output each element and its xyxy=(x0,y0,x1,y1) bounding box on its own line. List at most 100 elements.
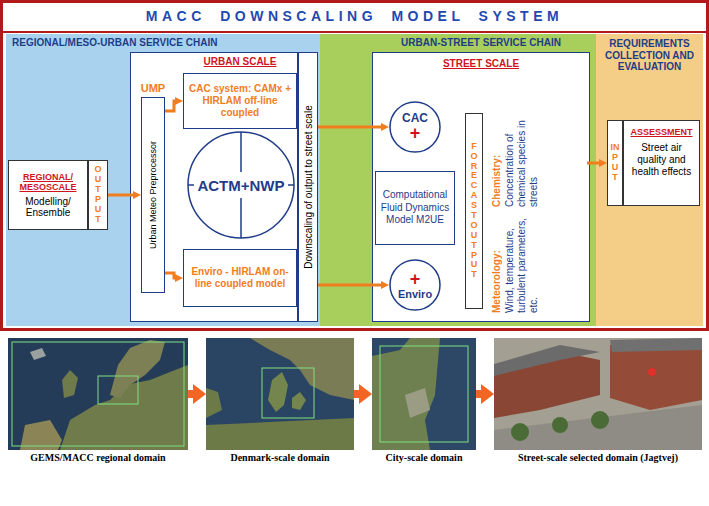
crosshair-line xyxy=(240,198,242,238)
land-area xyxy=(206,418,354,450)
building-roof xyxy=(494,345,600,376)
output-panel: Chemistry:Concentration of chemical spec… xyxy=(487,101,587,315)
box-heading: ASSESSMENT xyxy=(627,127,696,137)
band-heading: URBAN-STREET SERVICE CHAIN xyxy=(372,37,590,49)
circle-label: Enviro xyxy=(398,288,432,300)
flow-arrow xyxy=(108,194,133,197)
flow-arrow xyxy=(587,162,599,165)
title-rule xyxy=(1,31,708,33)
box-text: Computational Fluid Dynamics Model M2UE xyxy=(380,189,450,227)
crosshair-line xyxy=(188,184,194,186)
domain-arrow xyxy=(476,390,481,398)
circle-outline xyxy=(390,260,440,310)
panel-text: Wind, temperature, turbulent parameters,… xyxy=(504,209,540,313)
map-panel: City-scale domain xyxy=(372,338,476,478)
flow-arrow xyxy=(165,101,175,111)
text-group: STREET SCALE xyxy=(373,58,589,69)
panel-text: Concentration of chemical species in str… xyxy=(504,103,540,207)
tree xyxy=(552,417,568,433)
street-surface xyxy=(494,405,702,450)
plus-sign: + xyxy=(410,270,421,288)
location-marker xyxy=(648,368,656,376)
land-area xyxy=(206,388,222,418)
coupling-circle: ACTM+NWP xyxy=(187,131,295,239)
assessment-box: ASSESSMENT Street air quality and health … xyxy=(623,120,700,206)
land-area xyxy=(268,372,288,412)
panel-heading: Chemistry: xyxy=(491,103,502,207)
circle-outline xyxy=(390,102,440,152)
downscaling-strip: Downscaling of output to street scale xyxy=(298,52,318,322)
map-panel: GEMS/MACC regional domain xyxy=(8,338,188,478)
box-text: CAC system: CAMx + HIRLAM off-line coupl… xyxy=(188,83,292,119)
text-group: Urban Meteo Preprocessor xyxy=(142,101,164,289)
model-circle: CAC+ xyxy=(389,101,441,153)
crosshair-line xyxy=(288,184,294,186)
scale-box: URBAN SCALEUMPUrban Meteo PreprocessorCA… xyxy=(130,52,298,322)
preprocessor-box: UMPUrban Meteo Preprocessor xyxy=(141,97,165,293)
text-group: URBAN SCALE xyxy=(183,56,297,67)
land-area xyxy=(62,370,78,398)
street-ground xyxy=(494,338,702,450)
cfd-model-box: Computational Fluid Dynamics Model M2UE xyxy=(375,171,455,245)
urban-area xyxy=(405,388,430,418)
building-block xyxy=(610,338,702,410)
vertical-label: Downscaling of output to street scale xyxy=(303,105,314,268)
domain-frame xyxy=(380,346,468,442)
band-heading: REGIONAL/MESO-URBAN SERVICE CHAIN xyxy=(12,37,217,49)
tree xyxy=(591,411,609,429)
box-text: Urban Meteo Preprocessor xyxy=(148,141,158,249)
service-chain-band: URBAN-STREET SERVICE CHAIN STREET SCALE CA… xyxy=(320,34,596,326)
band-heading: REQUIREMENTS COLLECTION AND EVALUATION xyxy=(600,38,699,73)
plus-sign: + xyxy=(410,124,421,142)
text-group: REQUIREMENTS COLLECTION AND EVALUATION xyxy=(596,38,703,73)
text-group: UMP xyxy=(133,82,173,94)
scale-box: STREET SCALECAC+Computational Fluid Dyna… xyxy=(372,52,590,322)
circle-label: ACTM+NWP xyxy=(197,177,284,194)
service-chain-band: REGIONAL/MESO-URBAN SERVICE CHAIN REGIONA… xyxy=(6,34,320,326)
box-heading: STREET SCALE xyxy=(373,58,589,69)
output-strip: OUTPUT xyxy=(88,160,108,230)
domain-arrow xyxy=(354,390,359,398)
circle-label: CAC xyxy=(402,112,428,124)
domain-frame xyxy=(262,368,314,418)
box-text: Modelling/ Ensemble xyxy=(12,196,84,218)
model-box: Enviro - HIRLAM on-line coupled model xyxy=(183,249,297,307)
sea-area xyxy=(372,338,410,356)
map-panel: Street-scale selected domain (Jagtvej) xyxy=(494,338,702,478)
land-area xyxy=(250,338,354,400)
land-area xyxy=(372,338,476,450)
domain-frame xyxy=(12,342,184,446)
text-group: REGIONAL/MESO-URBAN SERVICE CHAIN xyxy=(12,37,217,49)
input-strip: INPUT xyxy=(607,120,623,206)
flow-arrow xyxy=(318,126,381,129)
text-group: URBAN-STREET SERVICE CHAIN xyxy=(372,37,590,49)
title-bar: MACC DOWNSCALING MODEL SYSTEM xyxy=(0,7,709,25)
map-caption: Denmark-scale domain xyxy=(206,452,354,464)
land-area xyxy=(30,348,46,360)
vertical-label: INPUT xyxy=(611,143,620,183)
map-caption: Street-scale selected domain (Jagtvej) xyxy=(494,452,702,464)
flow-arrow xyxy=(165,273,175,278)
land-area xyxy=(292,392,306,410)
domain-arrow xyxy=(188,390,193,398)
vertical-label: OUTPUT xyxy=(94,165,103,224)
panel-heading: Meteorology: xyxy=(491,209,502,313)
model-box: CAC system: CAMx + HIRLAM off-line coupl… xyxy=(183,73,297,129)
vertical-label: FORECAST OUTPUT xyxy=(470,142,479,280)
box-heading: URBAN SCALE xyxy=(183,56,297,67)
diagram-title: MACC DOWNSCALING MODEL SYSTEM xyxy=(146,8,563,24)
model-box: REGIONAL/ MESOSCALE Modelling/ Ensemble xyxy=(8,160,88,230)
frame-border xyxy=(2,2,708,330)
box-heading: REGIONAL/ MESOSCALE xyxy=(12,172,84,192)
forecast-strip: FORECAST OUTPUT xyxy=(465,113,483,309)
crosshair-line xyxy=(240,132,242,172)
service-chain-band: REQUIREMENTS COLLECTION AND EVALUATION IN… xyxy=(596,34,703,326)
text-group: Meteorology:Wind, temperature, turbulent… xyxy=(491,209,583,313)
text-group: Chemistry:Concentration of chemical spec… xyxy=(491,103,583,207)
box-text: Street air quality and health effects xyxy=(627,142,696,178)
map-caption: GEMS/MACC regional domain xyxy=(8,452,188,464)
text-group: Downscaling of output to street scale xyxy=(299,57,317,317)
tree xyxy=(511,423,529,441)
